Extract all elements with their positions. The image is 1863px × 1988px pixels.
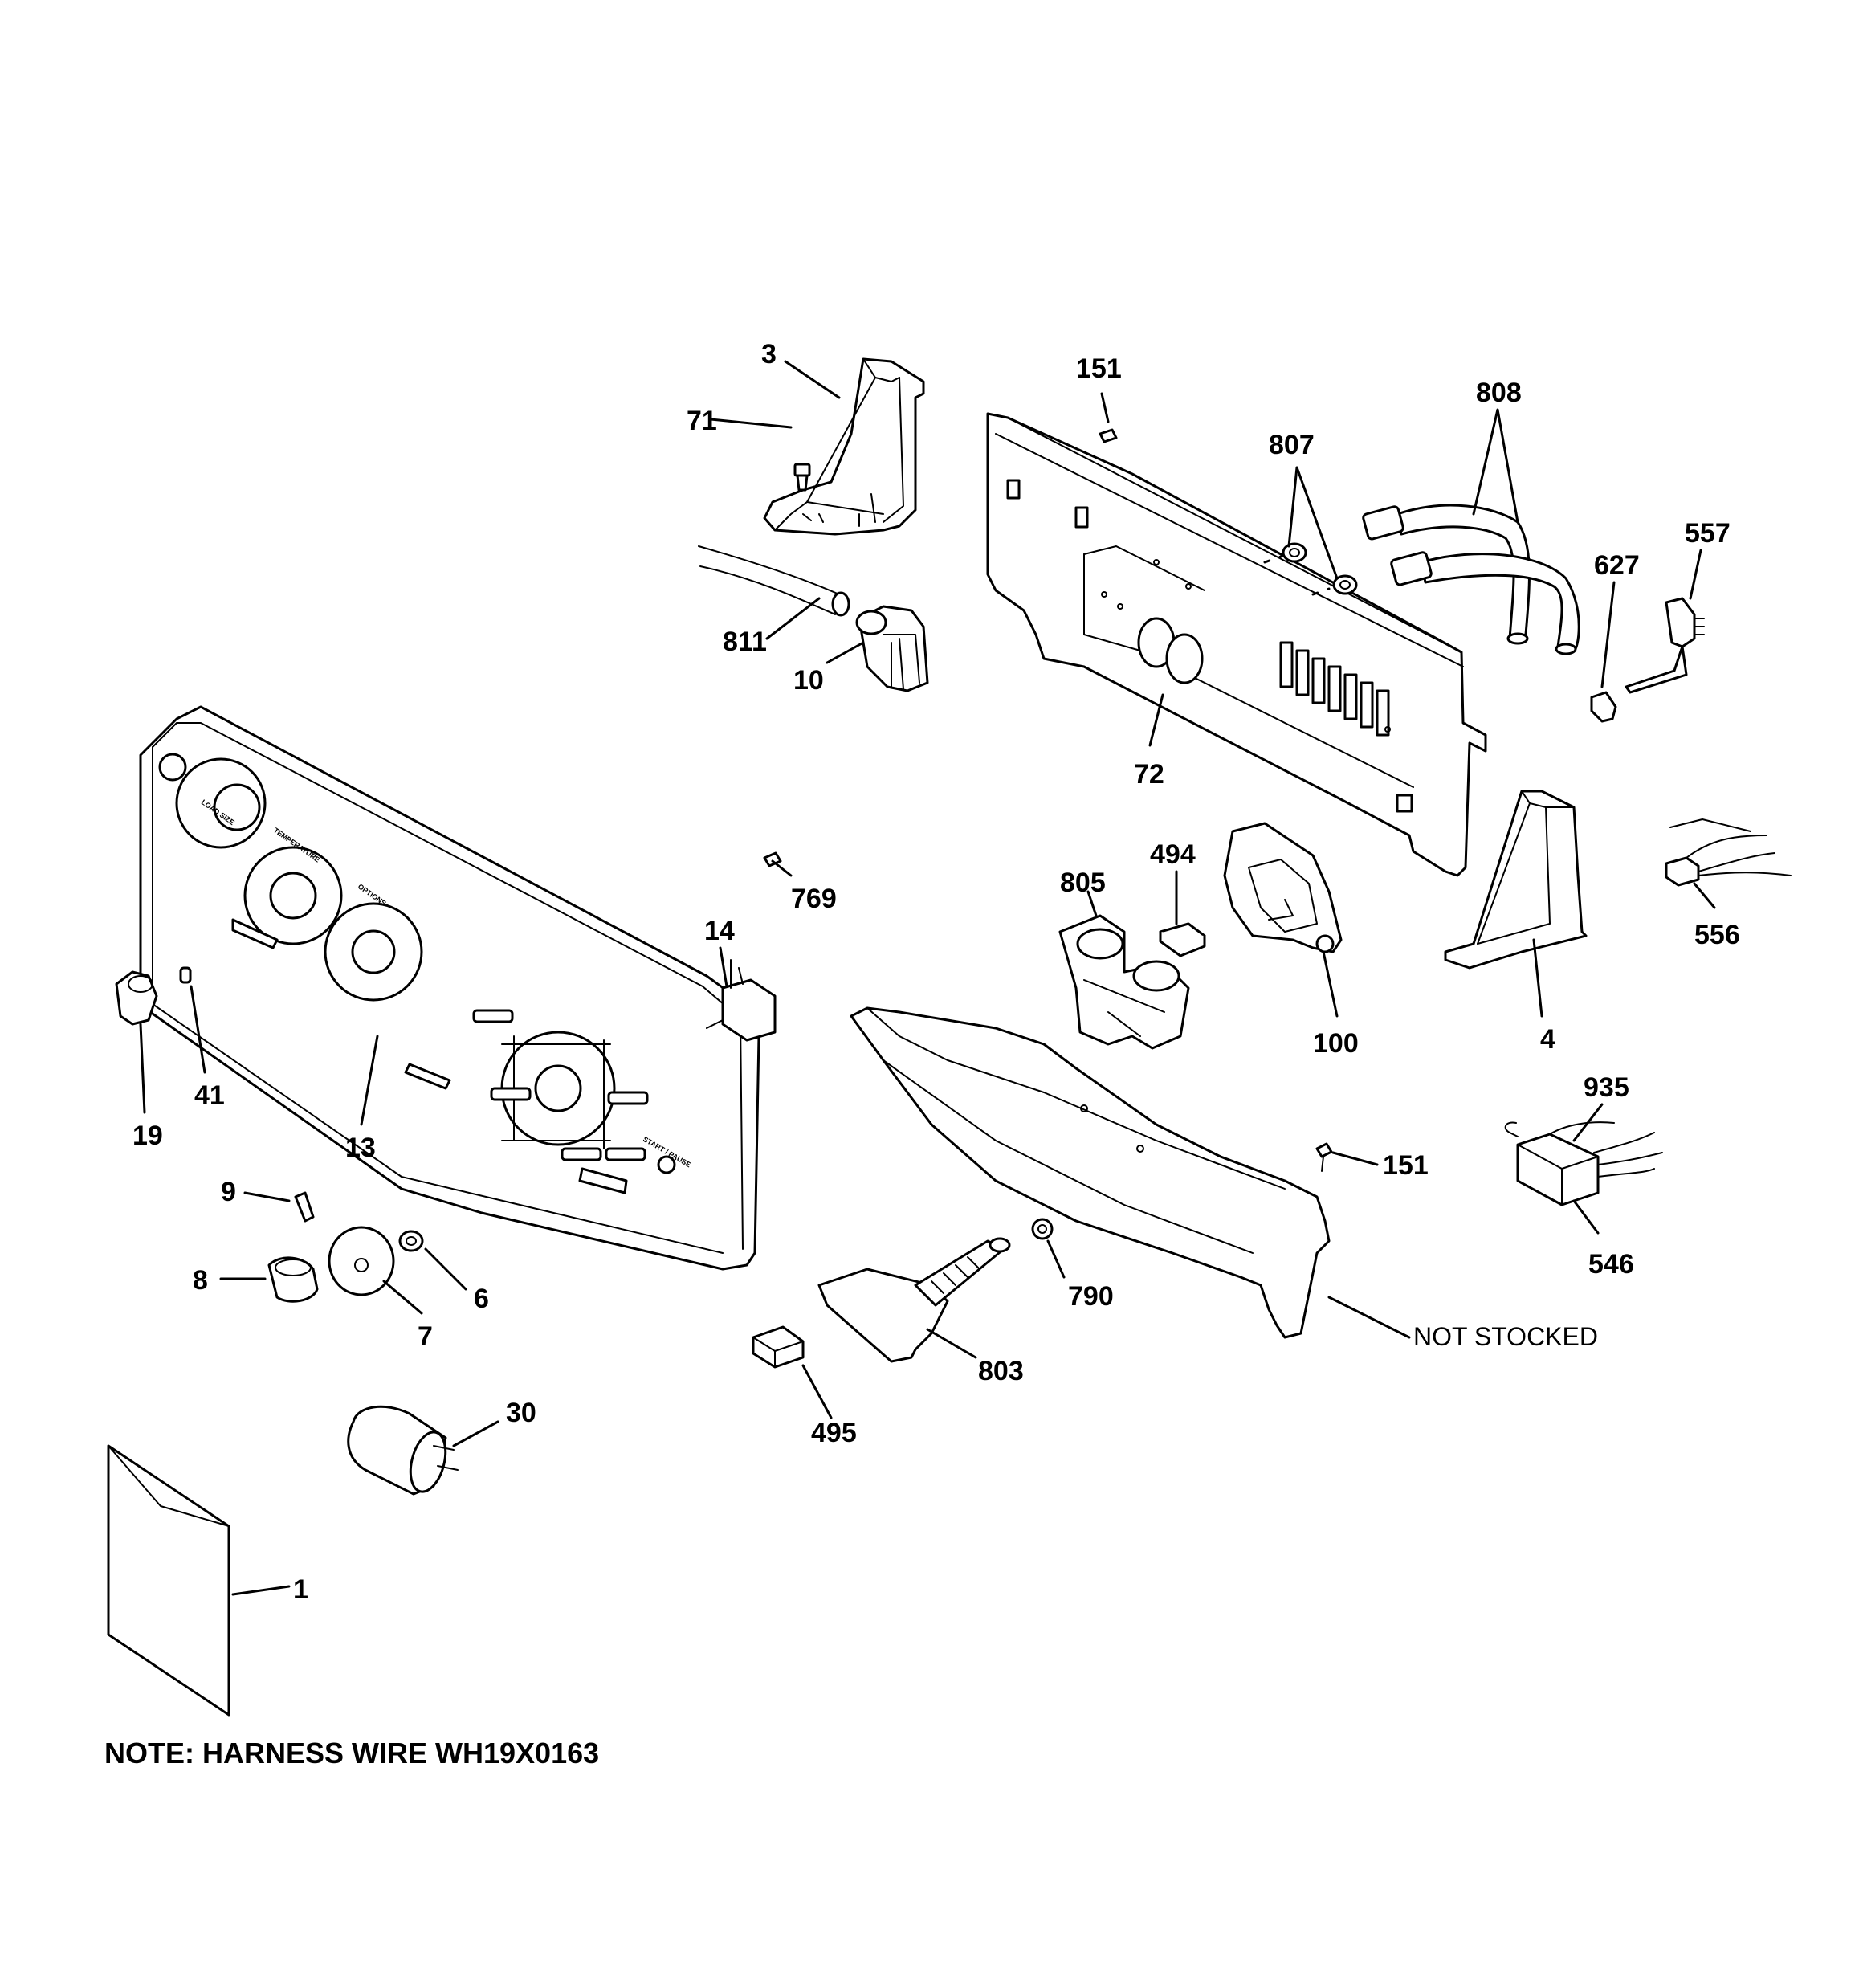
label-part-803: 803 <box>978 1356 1024 1386</box>
label-part-495: 495 <box>811 1418 857 1448</box>
part-151-screw-lower <box>1315 1142 1333 1172</box>
label-part-151-lower: 151 <box>1383 1150 1429 1181</box>
label-part-811: 811 <box>723 627 767 657</box>
label-part-6: 6 <box>474 1284 489 1314</box>
label-part-4: 4 <box>1540 1024 1555 1055</box>
label-part-100: 100 <box>1313 1028 1359 1059</box>
label-part-557: 557 <box>1685 518 1731 549</box>
part-9-clip <box>294 1191 315 1223</box>
label-part-10: 10 <box>793 665 824 696</box>
label-part-71: 71 <box>687 406 717 436</box>
not-stocked-label: NOT STOCKED <box>1413 1322 1598 1351</box>
part-807-washers <box>1263 542 1358 596</box>
label-part-769: 769 <box>791 884 837 914</box>
part-151-screw-top <box>1099 428 1118 443</box>
part-4-side-bracket <box>1444 790 1588 970</box>
label-part-3: 3 <box>761 339 777 369</box>
label-part-494: 494 <box>1150 839 1196 870</box>
label-part-7: 7 <box>418 1321 433 1352</box>
label-part-805: 805 <box>1060 867 1106 898</box>
label-part-151-top: 151 <box>1076 353 1122 384</box>
part-72-back-panel <box>986 412 1487 877</box>
label-part-546: 546 <box>1588 1249 1634 1280</box>
leader-lines <box>139 360 1716 1596</box>
part-13-control-panel: LOAD SIZE TEMPERATURE OPTIONS START / PA… <box>139 705 760 1271</box>
part-6-nut <box>398 1230 424 1252</box>
label-part-9: 9 <box>221 1177 236 1207</box>
part-30-capacitor <box>347 1405 459 1496</box>
label-part-41: 41 <box>194 1080 225 1111</box>
label-part-790: 790 <box>1068 1281 1114 1312</box>
harness-wire-note: NOTE: HARNESS WIRE WH19X0163 <box>104 1737 599 1770</box>
part-790-clamp <box>1031 1218 1054 1240</box>
label-part-808: 808 <box>1476 378 1522 408</box>
part-14-switch <box>706 959 777 1042</box>
part-1-envelope <box>107 1444 230 1717</box>
label-part-19: 19 <box>132 1121 163 1151</box>
part-803-dispenser <box>817 1237 1011 1363</box>
part-494-connector <box>1159 922 1206 957</box>
label-part-14: 14 <box>704 916 735 946</box>
part-100-timer <box>1223 822 1343 953</box>
part-808-inlet-hoses <box>1362 504 1580 655</box>
part-not-stocked-bracket <box>850 1006 1331 1339</box>
part-19-knob <box>115 970 158 1026</box>
part-3-side-bracket <box>763 357 925 536</box>
part-627-clip <box>1590 691 1617 723</box>
label-part-1: 1 <box>293 1574 308 1605</box>
vent-slots <box>1279 641 1390 737</box>
label-part-556: 556 <box>1694 920 1740 950</box>
part-10-pressure-switch <box>855 605 929 692</box>
label-part-8: 8 <box>193 1265 208 1296</box>
part-811-hose <box>698 545 850 617</box>
label-part-13: 13 <box>345 1133 376 1163</box>
label-part-30: 30 <box>506 1398 536 1428</box>
label-part-807: 807 <box>1269 430 1315 460</box>
part-556-connector <box>1665 818 1792 887</box>
part-71-screw <box>793 463 811 492</box>
part-546-harness-block <box>1504 1121 1663 1206</box>
label-part-72: 72 <box>1134 759 1164 790</box>
part-41-spring <box>179 966 192 984</box>
part-labels: 3 71 151 808 807 557 627 811 10 72 494 8… <box>132 339 1740 1605</box>
part-805-water-valve <box>1058 914 1190 1050</box>
part-495-connector <box>752 1325 805 1369</box>
label-part-627: 627 <box>1594 550 1640 581</box>
part-7-dial <box>328 1226 395 1296</box>
part-8-knob <box>267 1256 319 1303</box>
part-769-screw <box>763 851 782 867</box>
part-557-connector <box>1625 597 1705 694</box>
label-part-935: 935 <box>1584 1072 1629 1103</box>
